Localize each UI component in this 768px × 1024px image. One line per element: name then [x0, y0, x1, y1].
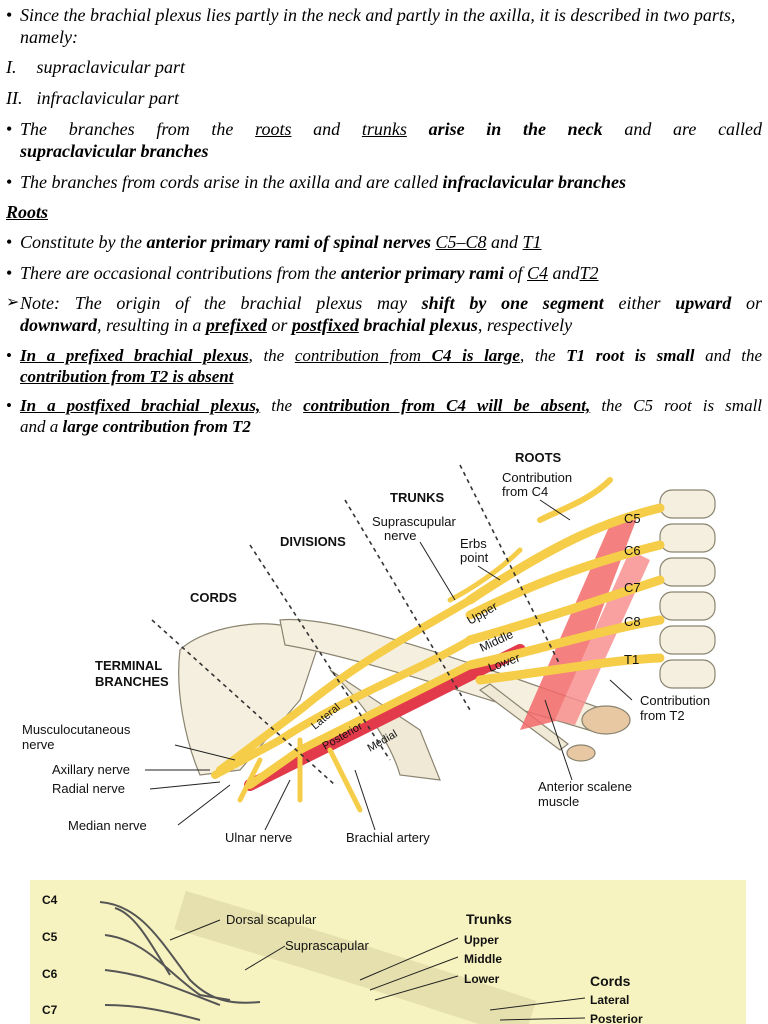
- schematic-lateral-label: Lateral: [590, 993, 629, 1007]
- divisions-label: DIVISIONS: [280, 534, 346, 549]
- terminal-branches-label-2: BRANCHES: [95, 674, 169, 689]
- suprascapular-label-2: nerve: [384, 528, 417, 543]
- terminal-branches-label: TERMINAL: [95, 658, 162, 673]
- c8-label: C8: [624, 614, 641, 629]
- schematic-middle-label: Middle: [464, 952, 502, 966]
- brachial-plexus-schematic: C4 C5 C6 C7 Dorsal scapular Suprascapula…: [30, 880, 746, 1024]
- musculocutaneous-label-2: nerve: [22, 737, 55, 752]
- schematic-svg: C4 C5 C6 C7 Dorsal scapular Suprascapula…: [42, 890, 643, 1024]
- muscle-shadow: [174, 890, 537, 1024]
- cords-label: CORDS: [190, 590, 237, 605]
- schematic-c7-label: C7: [42, 1003, 58, 1017]
- nerve-paths: [211, 477, 665, 813]
- paragraph-prefixed: • In a prefixed brachial plexus, the con…: [6, 346, 762, 386]
- schematic-lower-label: Lower: [464, 972, 500, 986]
- paragraph-infraclavicular: • The branches from cords arise in the a…: [6, 172, 626, 192]
- bullet: •: [6, 5, 13, 25]
- schematic-c6-label: C6: [42, 967, 58, 981]
- c6-label: C6: [624, 543, 641, 558]
- erbs-point-label: Erbs: [460, 536, 487, 551]
- contribution-c4-label-2: from C4: [502, 484, 548, 499]
- trunks-label: TRUNKS: [390, 490, 444, 505]
- schematic-trunks-label: Trunks: [466, 911, 512, 927]
- schematic-leader-lines: [169, 919, 586, 1021]
- vertebrae: [659, 489, 716, 689]
- schematic-nerves: [99, 901, 261, 1021]
- contribution-t2-label-2: from T2: [640, 708, 685, 723]
- roots-label: ROOTS: [515, 450, 562, 465]
- t1-label: T1: [624, 652, 639, 667]
- part-two: II.infraclavicular part: [6, 88, 179, 108]
- schematic-c4-label: C4: [42, 893, 58, 907]
- paragraph-supraclavicular: • The branches from the roots and trunks…: [6, 119, 763, 161]
- musculocutaneous-label: Musculocutaneous: [22, 722, 131, 737]
- part-one: I.supraclavicular part: [6, 57, 185, 77]
- schematic-upper-label: Upper: [464, 933, 499, 947]
- median-nerve-label: Median nerve: [68, 818, 147, 833]
- paragraph-constitute: • Constitute by the anterior primary ram…: [6, 232, 542, 252]
- brachial-artery-shape: [244, 644, 526, 791]
- anterior-scalene-label: Anterior scalene: [538, 779, 632, 794]
- paragraph-two-parts: • Since the brachial plexus lies partly …: [6, 5, 736, 47]
- c5-label: C5: [624, 511, 641, 526]
- schematic-cords-label: Cords: [590, 973, 631, 989]
- radial-nerve-label: Radial nerve: [52, 781, 125, 796]
- region-dividers: [151, 464, 561, 786]
- c7-label: C7: [624, 580, 641, 595]
- dorsal-scapular-label: Dorsal scapular: [226, 912, 317, 927]
- suprascapular-label: Suprascupular: [372, 514, 456, 529]
- anterior-scalene-label-2: muscle: [538, 794, 579, 809]
- paragraph-occasional: • There are occasional contributions fro…: [6, 263, 599, 283]
- schematic-c5-label: C5: [42, 930, 58, 944]
- roots-heading: Roots: [6, 202, 49, 222]
- schematic-posterior-label: Posterior: [590, 1012, 643, 1024]
- paragraph-postfixed: • In a postfixed brachial plexus, the co…: [6, 396, 763, 436]
- erbs-point-label-2: point: [460, 550, 489, 565]
- paragraph-note: ➢ Note: The origin of the brachial plexu…: [6, 293, 763, 335]
- axillary-nerve-label: Axillary nerve: [52, 762, 130, 777]
- brachial-plexus-diagram: ROOTS Contribution from C4 TRUNKS Supras…: [22, 450, 716, 845]
- contribution-t2-label: Contribution: [640, 693, 710, 708]
- suprascapular-schematic-label: Suprascapular: [285, 938, 369, 953]
- ulnar-nerve-label: Ulnar nerve: [225, 830, 292, 845]
- contribution-c4-label: Contribution: [502, 470, 572, 485]
- brachial-artery-label: Brachial artery: [346, 830, 430, 845]
- leader-lines: [145, 499, 633, 831]
